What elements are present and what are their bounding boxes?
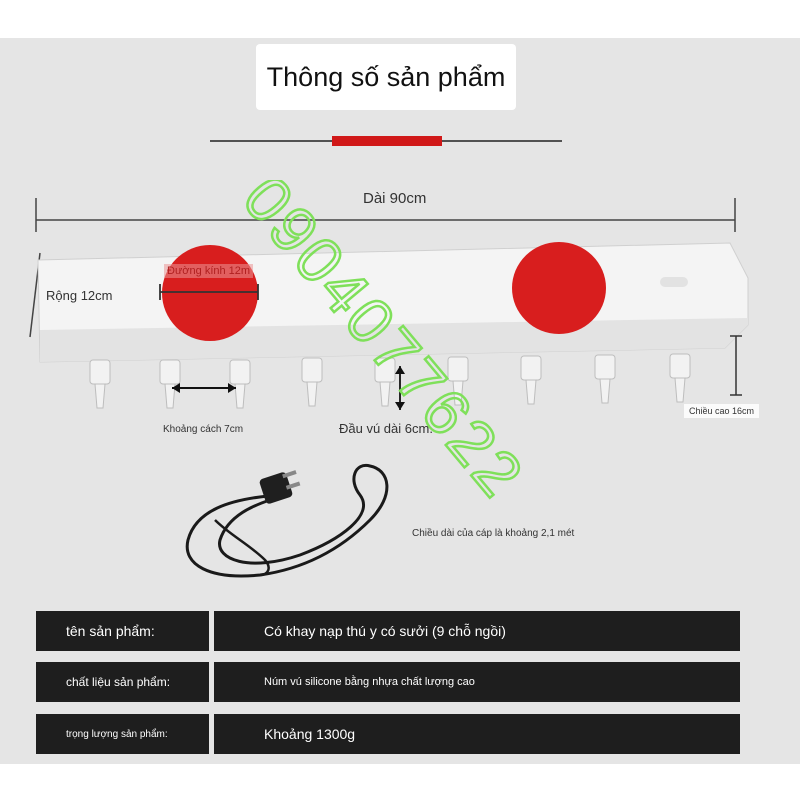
feeder-handle-slot <box>660 277 688 287</box>
spacing-arrowhead-right <box>228 383 236 393</box>
power-plug-icon <box>259 470 301 504</box>
length-label: Dài 90cm <box>363 190 427 207</box>
spec-key: tên sản phẩm: <box>36 611 209 651</box>
cable-length-label: Chiều dài của cáp là khoảng 2,1 mét <box>412 528 575 539</box>
diameter-label: Đường kính 12m <box>164 264 254 278</box>
spec-key: trọng lượng sản phẩm: <box>36 714 209 754</box>
nipple <box>594 354 616 404</box>
nipple-arrowhead-top <box>395 366 405 374</box>
nipple <box>520 355 542 405</box>
nipple-row <box>89 353 691 409</box>
nipple-arrowhead-bottom <box>395 402 405 410</box>
red-cap-right <box>512 242 606 334</box>
spacing-arrowhead-left <box>172 383 180 393</box>
spec-row-name: tên sản phẩm: Có khay nạp thú y có sưởi … <box>36 611 740 651</box>
height-label: Chiều cao 16cm <box>684 404 760 418</box>
nipple <box>447 356 469 406</box>
spec-value: Núm vú silicone bằng nhựa chất lượng cao <box>214 662 740 702</box>
nipple-length-label: Đầu vú dài 6cm. <box>339 421 433 436</box>
spec-value: Khoảng 1300g <box>214 714 740 754</box>
nipple <box>229 359 251 409</box>
nipple <box>669 353 691 403</box>
power-cable-strand <box>214 519 270 577</box>
width-label: Rộng 12cm <box>46 288 113 303</box>
spec-key: chất liệu sản phẩm: <box>36 662 209 702</box>
page-title: Thông số sản phẩm <box>256 44 516 110</box>
page-title-text: Thông số sản phẩm <box>266 61 506 92</box>
title-divider-accent <box>332 136 442 146</box>
spacing-label: Khoảng cách 7cm <box>163 424 244 435</box>
nipple <box>374 357 396 407</box>
red-cap-left <box>162 245 258 341</box>
spec-row-material: chất liệu sản phẩm: Núm vú silicone bằng… <box>36 662 740 702</box>
nipple <box>89 359 111 409</box>
spec-value: Có khay nạp thú y có sưởi (9 chỗ ngồi) <box>214 611 740 651</box>
nipple <box>159 359 181 409</box>
power-cable <box>185 463 389 578</box>
spec-row-weight: trọng lượng sản phẩm: Khoảng 1300g <box>36 714 740 754</box>
nipple <box>301 357 323 407</box>
